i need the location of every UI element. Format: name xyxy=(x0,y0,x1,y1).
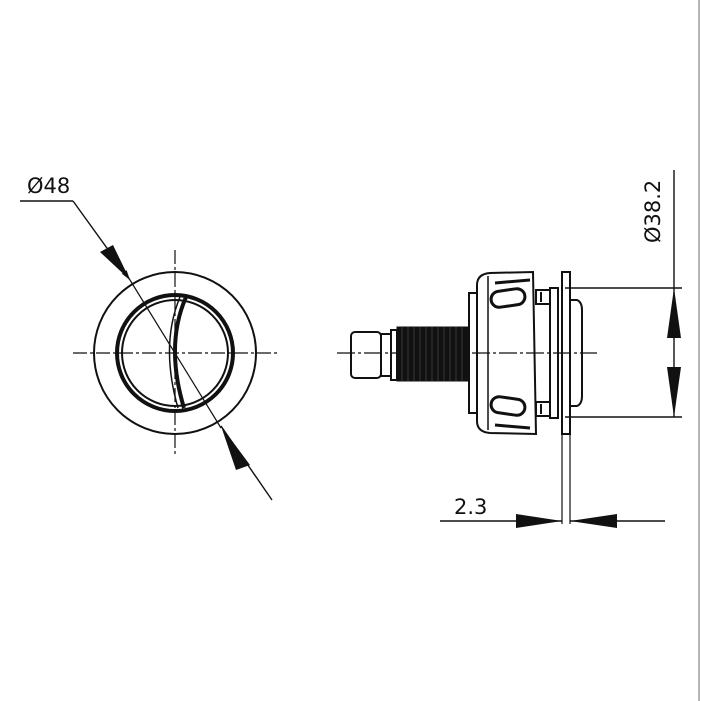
button-ring-inner xyxy=(121,299,229,407)
dim-button-diameter: Ø38.2 xyxy=(641,180,665,243)
housing-slot-top xyxy=(489,287,527,309)
front-view xyxy=(20,200,277,501)
page-edge xyxy=(698,0,700,701)
button-face xyxy=(570,299,583,407)
mounting-plate xyxy=(561,271,571,435)
outer-ring xyxy=(93,271,257,435)
button-ring-outer xyxy=(115,293,235,413)
tip-nut xyxy=(350,331,382,379)
dual-flush-split xyxy=(172,296,188,409)
side-view xyxy=(337,170,682,528)
dim-outer-diameter: Ø48 xyxy=(27,174,70,198)
housing xyxy=(476,270,538,436)
threaded-shank xyxy=(396,326,470,382)
dim-plate-thickness: 2.3 xyxy=(454,495,487,519)
housing-slot-bottom xyxy=(489,395,527,417)
